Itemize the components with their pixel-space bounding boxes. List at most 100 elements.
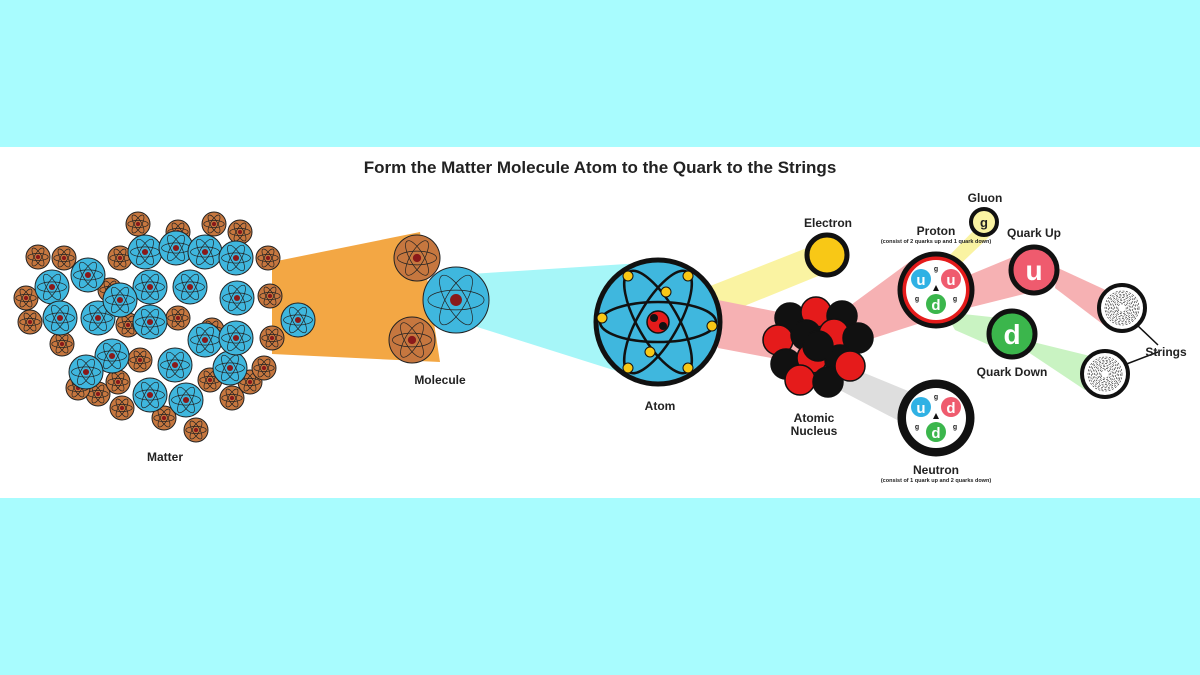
neutron-gluon-symbol: g [934,394,938,401]
matter-atom-brown-orbit [121,315,135,335]
matter-atom-brown-core [125,322,131,328]
quark-down-symbol: d [1003,319,1020,350]
matter-atom-brown-orbit [19,288,33,308]
matter-atom-blue [42,300,78,336]
proton-quark-down [926,294,946,314]
matter-atom-blue-core [201,336,209,344]
matter-atom-blue-orbit [77,358,95,386]
matter-atom-brown-orbit [203,220,225,228]
matter-atom-blue-orbit [221,332,251,344]
matter-atom-blue-orbit [136,238,154,266]
matter-atom-blue [132,269,168,305]
atom-electron [706,320,718,332]
matter-atom-brown-orbit [153,414,175,422]
matter-atom-brown-core [237,229,243,235]
quark-up-illustration [1008,244,1060,296]
string-down-loop [1100,369,1110,379]
matter-atom-brown-core [267,293,273,299]
matter-atom-brown-orbit [113,248,127,268]
matter-atom-blue-orbit [97,350,127,362]
molecule-atom-brown [388,316,436,364]
matter-atom-blue-orbit [227,244,245,272]
matter-atom-brown [127,347,153,373]
matter-atom-blue-core [141,248,149,256]
matter-atom-blue [132,304,168,340]
proton-illustration: u u d g g g [897,251,975,329]
matter-atom-blue-orbit [79,261,97,289]
matter-atom-blue-orbit [111,286,129,314]
matter-atom-blue-orbit [89,304,107,332]
matter-atom-blue-orbit [43,273,61,301]
matter-atom-brown-orbit [261,334,283,342]
quark-up-symbol: u [1025,255,1042,286]
atom-illustration [593,257,723,387]
nucleus-label-line2: Nucleus [791,424,838,438]
matter-atom-brown-orbit [189,420,203,440]
matter-atom-blue-core [48,283,56,291]
matter-atom-blue-orbit [171,394,201,406]
matter-atom-blue-orbit [103,342,121,370]
gluon-illustration [969,207,999,237]
molecule-atom-blue-orbit [439,274,473,326]
matter-atom-blue-orbit [71,366,101,378]
molecule-atom-brown-orbit [400,322,424,358]
matter-atom-brown-core [207,377,213,383]
matter-atom-brown-orbit [129,356,151,364]
matter-atom-brown-core [117,255,123,261]
string-up-shell [1097,283,1147,333]
neutron-center-marker [933,413,939,419]
matter-atom-brown-orbit [207,214,221,234]
matter-atom-blue-orbit [135,281,165,293]
matter-atom-brown-orbit [221,394,243,402]
matter-atom-blue-orbit [103,342,121,370]
strings-illustration [1080,283,1147,399]
string-up-loop [1114,300,1130,316]
matter-atom-blue [218,320,254,356]
matter-atom-brown-orbit [157,408,171,428]
matter-atom-brown-orbit [171,308,185,328]
matter-atom-brown-orbit [91,384,105,404]
gluon-symbol: g [980,215,988,230]
matter-atom-blue-orbit [177,386,195,414]
neutron-note: (consist of 1 quark up and 2 quarks down… [881,478,991,484]
matter-atom-blue-core [232,334,240,342]
atom-electron [622,270,634,282]
string-up [1097,283,1147,333]
matter-atom-blue-orbit [141,308,159,336]
quark-up-label: Quark Up [1007,226,1061,240]
neutron-quark-up [911,397,931,417]
matter-atom-brown [259,325,285,351]
molecule-atom-blue-core [450,294,462,306]
matter-atom-blue-orbit [222,292,252,304]
matter-atom-blue-orbit [177,386,195,414]
matter-atom-brown-core [175,315,181,321]
matter-atom-blue-core [146,391,154,399]
matter-atom-brown-orbit [57,248,71,268]
matter-atom-brown [109,395,135,421]
matter-atom-blue-orbit [79,261,97,289]
string-up-loop [1117,303,1127,313]
matter-atom-brown-orbit [131,214,145,234]
quarkup-to-string-beam [1055,268,1110,326]
electron-label: Electron [804,216,852,230]
matter-atom-blue [218,240,254,276]
proton-quark-up-symbol: u [916,272,925,289]
neutron-quark-down [941,397,961,417]
matter-atom-brown [183,417,209,443]
matter-atom-blue-orbit [166,351,184,379]
matter-atom-brown-orbit [265,328,279,348]
electron-illustration [804,232,850,278]
nucleus-label-line1: Atomic [794,411,835,425]
string-down-loop [1089,358,1121,390]
matter-atom-brown-orbit [203,370,217,390]
proton-gluon-symbol: g [934,266,938,273]
matter-atom-blue-orbit [160,359,190,371]
neutron-quark-up-symbol: u [916,400,925,417]
atomic-nucleus-illustration [762,296,874,398]
atom-electron [682,362,694,374]
molecule-atom-blue-orbit [427,289,485,311]
matter-atom-brown-core [137,357,143,363]
matter-atom-blue [219,280,255,316]
molecule-label: Molecule [414,373,466,387]
matter-atom-blue-orbit [83,312,113,324]
